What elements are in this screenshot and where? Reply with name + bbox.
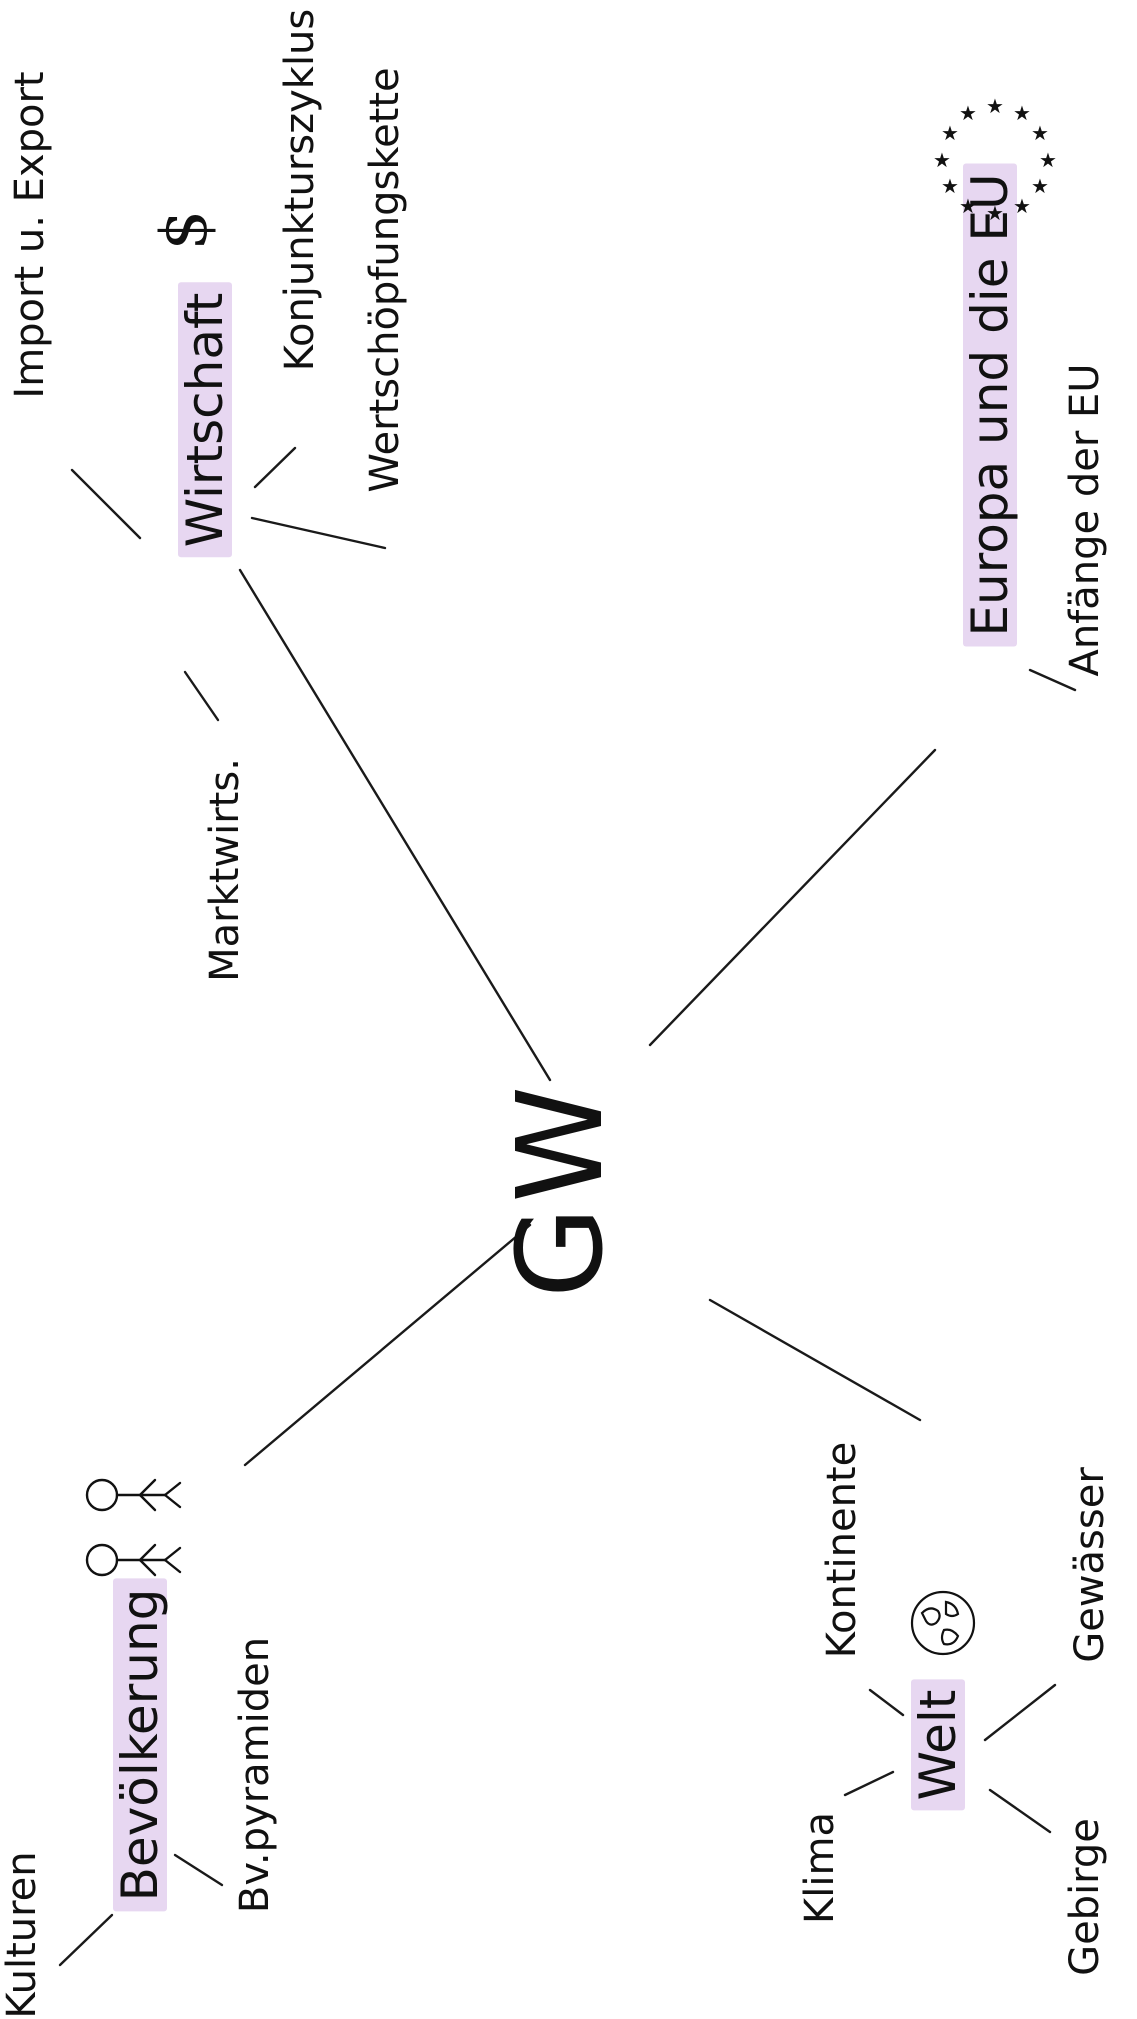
line-welt-gewaesser bbox=[983, 1683, 1057, 1742]
svg-text:★: ★ bbox=[986, 201, 1004, 225]
branch-europa-label: Europa und die EU bbox=[961, 163, 1019, 647]
line-welt-klima bbox=[843, 1770, 895, 1797]
subtopic-klima: Klima bbox=[797, 1812, 843, 1924]
svg-text:★: ★ bbox=[1013, 101, 1031, 125]
subtopic-kontinente: Kontinente bbox=[819, 1441, 865, 1659]
subtopic-konjunkturszyklus: Konjunkturszyklus bbox=[277, 8, 323, 372]
subtopic-kulturen: Kulturen bbox=[0, 1851, 45, 2019]
line-welt-gebirge bbox=[988, 1788, 1052, 1834]
svg-text:★: ★ bbox=[941, 121, 959, 145]
line-gw-bevoelkerung bbox=[243, 1223, 532, 1467]
line-wirtschaft-konjunktur bbox=[253, 446, 297, 489]
subtopic-wertschoepfungskette: Wertschöpfungskette bbox=[362, 67, 408, 493]
subtopic-gewaesser: Gewässer bbox=[1067, 1467, 1113, 1663]
svg-text:★: ★ bbox=[1013, 194, 1031, 218]
line-welt-kontinente bbox=[868, 1688, 905, 1717]
eu-stars-icon: ★ ★ ★ ★ ★ ★ ★ ★ ★ ★ ★ ★ bbox=[933, 95, 1057, 225]
center-node-label: GW bbox=[491, 1081, 629, 1299]
svg-text:★: ★ bbox=[941, 174, 959, 198]
subtopic-gebirge: Gebirge bbox=[1062, 1818, 1108, 1976]
svg-text:★: ★ bbox=[959, 194, 977, 218]
line-europa-anfaenge bbox=[1028, 668, 1077, 692]
dollar-sign-icon: $ bbox=[148, 209, 222, 251]
line-bevoelkerung-pyramiden bbox=[173, 1853, 224, 1887]
branch-bevoelkerung-label: Bevölkerung bbox=[111, 1578, 169, 1912]
svg-text:★: ★ bbox=[1039, 148, 1057, 172]
svg-text:★: ★ bbox=[959, 101, 977, 125]
line-wirtschaft-wertschoepfung bbox=[250, 516, 387, 550]
line-bevoelkerung-kulturen bbox=[58, 1913, 114, 1967]
globe-icon bbox=[910, 1590, 976, 1656]
svg-text:★: ★ bbox=[933, 148, 951, 172]
subtopic-bv-pyramiden: Bv.pyramiden bbox=[232, 1636, 278, 1914]
line-wirtschaft-marktwirts bbox=[183, 670, 220, 722]
subtopic-import-export: Import u. Export bbox=[7, 71, 53, 399]
svg-text:★: ★ bbox=[1031, 121, 1049, 145]
subtopic-marktwirts: Marktwirts. bbox=[202, 758, 248, 982]
branch-wirtschaft-label: Wirtschaft bbox=[176, 282, 234, 558]
line-gw-wirtschaft bbox=[238, 568, 552, 1082]
branch-welt-label: Welt bbox=[909, 1679, 967, 1811]
line-gw-europa bbox=[648, 748, 937, 1047]
svg-text:★: ★ bbox=[1031, 174, 1049, 198]
people-icon bbox=[85, 1478, 182, 1577]
line-wirtschaft-import bbox=[70, 468, 142, 540]
line-gw-welt bbox=[708, 1298, 922, 1422]
svg-text:★: ★ bbox=[986, 95, 1004, 118]
subtopic-anfaenge-eu: Anfänge der EU bbox=[1062, 363, 1108, 677]
